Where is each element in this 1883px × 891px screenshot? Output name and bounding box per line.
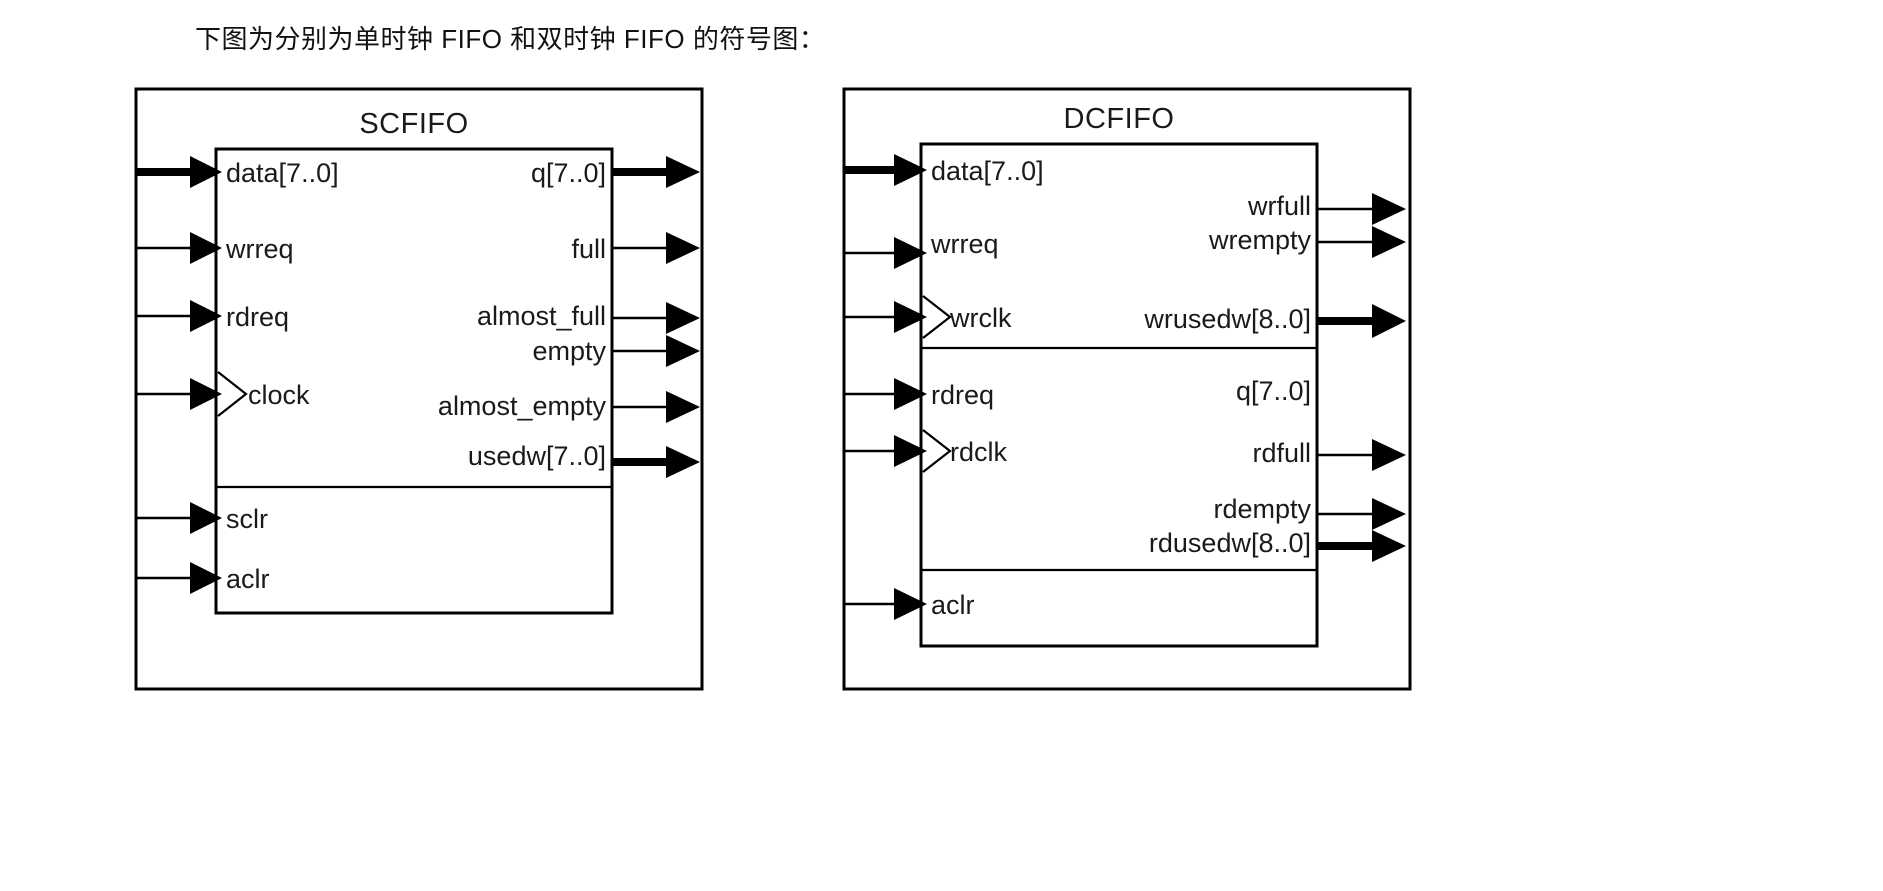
dcfifo-output-wrempty: wrempty — [1208, 225, 1406, 258]
clock-edge-icon — [217, 371, 248, 417]
dcfifo-pin-label-wrempty: wrempty — [1208, 225, 1312, 255]
scfifo-pin-label-almost-empty: almost_empty — [438, 391, 607, 421]
scfifo-pin-label-full: full — [571, 234, 606, 264]
scfifo-input-wrreq: wrreq — [136, 232, 294, 264]
scfifo-pin-label-almost-full: almost_full — [477, 301, 606, 331]
scfifo-output-almost-full: almost_full — [477, 301, 700, 334]
scfifo-outer-frame — [134, 87, 704, 691]
scfifo-input-data: data[7..0] — [136, 156, 339, 188]
dcfifo-input-wrclk: wrclk — [844, 295, 1012, 339]
figure-caption: 下图为分别为单时钟 FIFO 和双时钟 FIFO 的符号图： — [195, 24, 826, 54]
dcfifo-outer-frame — [842, 87, 1412, 691]
scfifo-input-rdreq: rdreq — [136, 300, 289, 332]
dcfifo-output-rdempty: rdempty — [1213, 494, 1406, 530]
dcfifo-pin-label-wrclk: wrclk — [949, 303, 1012, 333]
dcfifo-pin-label-rdusedw: rdusedw[8..0] — [1149, 528, 1311, 558]
dcfifo-pin-label-data: data[7..0] — [931, 156, 1044, 186]
scfifo-pin-label-rdreq: rdreq — [226, 302, 289, 332]
scfifo-diagram: SCFIFO data[7..0] wrreq rdreq — [134, 87, 704, 691]
dcfifo-diagram: DCFIFO data[7..0] wrreq wrc — [842, 87, 1412, 691]
scfifo-pin-label-empty: empty — [532, 336, 606, 366]
dcfifo-input-rdclk: rdclk — [844, 429, 1008, 473]
scfifo-inner-frame — [214, 147, 614, 615]
dcfifo-pin-label-wrfull: wrfull — [1247, 191, 1311, 221]
dcfifo-input-rdreq: rdreq — [844, 378, 994, 410]
scfifo-output-full: full — [571, 232, 700, 264]
scfifo-output-usedw: usedw[7..0] — [468, 441, 700, 478]
scfifo-title: SCFIFO — [359, 108, 468, 140]
scfifo-pin-label-wrreq: wrreq — [225, 234, 294, 264]
dcfifo-output-wrfull: wrfull — [1247, 191, 1406, 225]
dcfifo-pin-label-rdfull: rdfull — [1252, 438, 1311, 468]
scfifo-pin-label-clock: clock — [248, 380, 310, 410]
dcfifo-input-data: data[7..0] — [844, 154, 1044, 186]
scfifo-pin-label-usedw: usedw[7..0] — [468, 441, 606, 471]
dcfifo-inner-frame — [919, 142, 1319, 648]
dcfifo-pin-label-wrreq: wrreq — [930, 229, 999, 259]
dcfifo-output-rdusedw: rdusedw[8..0] — [1149, 528, 1406, 562]
dcfifo-input-aclr: aclr — [844, 588, 975, 620]
scfifo-pin-label-q: q[7..0] — [531, 158, 606, 188]
scfifo-pin-label-aclr: aclr — [226, 564, 270, 594]
clock-edge-icon — [922, 295, 952, 339]
scfifo-input-sclr: sclr — [136, 502, 268, 534]
scfifo-pin-label-sclr: sclr — [226, 504, 268, 534]
scfifo-output-empty: empty — [532, 335, 700, 367]
scfifo-input-aclr: aclr — [136, 562, 270, 594]
dcfifo-pin-label-wrusedw: wrusedw[8..0] — [1143, 304, 1311, 334]
dcfifo-pin-label-rdempty: rdempty — [1213, 494, 1311, 524]
dcfifo-pin-label-aclr: aclr — [931, 590, 975, 620]
dcfifo-output-q: q[7..0] — [1236, 376, 1311, 406]
scfifo-pin-label-data: data[7..0] — [226, 158, 339, 188]
dcfifo-pin-label-q: q[7..0] — [1236, 376, 1311, 406]
dcfifo-pin-label-rdclk: rdclk — [950, 437, 1008, 467]
clock-edge-icon — [922, 429, 952, 473]
dcfifo-input-wrreq: wrreq — [844, 229, 999, 269]
dcfifo-output-wrusedw: wrusedw[8..0] — [1143, 304, 1406, 338]
scfifo-output-almost-empty: almost_empty — [438, 391, 700, 423]
scfifo-output-q: q[7..0] — [531, 156, 700, 188]
dcfifo-pin-label-rdreq: rdreq — [931, 380, 994, 410]
dcfifo-title: DCFIFO — [1064, 103, 1175, 135]
scfifo-input-clock: clock — [136, 371, 310, 417]
dcfifo-output-rdfull: rdfull — [1252, 438, 1406, 471]
